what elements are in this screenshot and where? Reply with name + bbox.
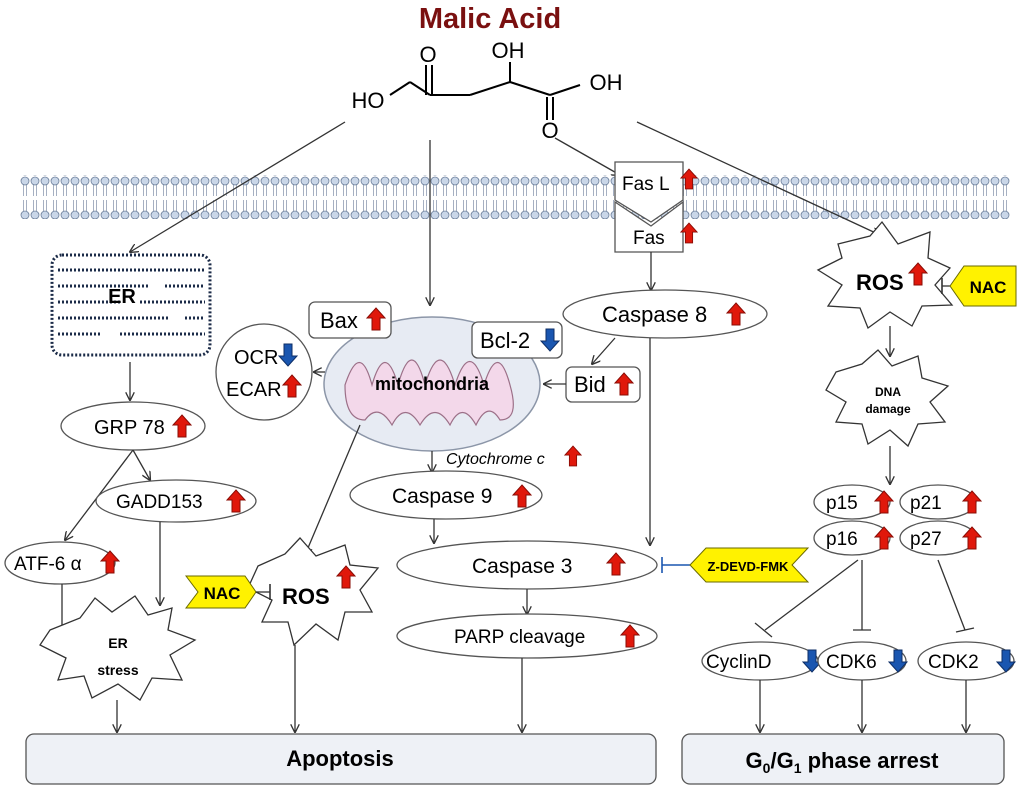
molecule-o-bottom: O bbox=[541, 118, 558, 143]
cdk6-label: CDK6 bbox=[826, 652, 877, 673]
ros-left-label: ROS bbox=[282, 584, 330, 609]
dna-damage-node bbox=[825, 349, 950, 448]
caspase9-label: Caspase 9 bbox=[392, 485, 492, 508]
arrest-arrows bbox=[760, 680, 966, 732]
cdk2-label: CDK2 bbox=[928, 652, 979, 673]
caspase8-node bbox=[562, 289, 768, 339]
parp-label: PARP cleavage bbox=[454, 627, 585, 648]
bcl2-node bbox=[471, 321, 563, 359]
gadd153-label: GADD153 bbox=[116, 492, 203, 513]
zdevd-inhibitor bbox=[689, 547, 810, 583]
er-stress-node bbox=[39, 595, 197, 701]
ecar-label: ECAR bbox=[226, 379, 282, 401]
er-organelle bbox=[50, 253, 212, 357]
nac-right-label: NAC bbox=[970, 278, 1007, 297]
nac-left-label: NAC bbox=[204, 584, 241, 603]
gadd153-node bbox=[95, 479, 257, 523]
cell-membrane bbox=[20, 175, 1010, 219]
entry-arrows bbox=[130, 121, 880, 305]
p27-label: p27 bbox=[910, 529, 942, 550]
molecule-oh-top: OH bbox=[492, 38, 525, 63]
bax-label: Bax bbox=[320, 308, 358, 333]
cytochrome-up-arrow bbox=[564, 445, 582, 467]
er-stress-label-2: stress bbox=[97, 662, 138, 678]
atf6-node bbox=[4, 541, 116, 585]
parp-node bbox=[396, 613, 658, 659]
cdk-inhibition-lines bbox=[754, 559, 975, 638]
bid-label: Bid bbox=[574, 372, 606, 397]
bax-node bbox=[308, 301, 392, 339]
molecule-oh-right: OH bbox=[590, 70, 623, 95]
p16-label: p16 bbox=[826, 529, 858, 550]
atf6-label: ATF-6 α bbox=[14, 554, 82, 575]
bcl2-label: Bcl-2 bbox=[480, 328, 530, 353]
molecule-o-top: O bbox=[419, 42, 436, 67]
ros-right-node bbox=[816, 220, 954, 330]
arrest-box bbox=[681, 733, 1005, 785]
apoptosis-label: Apoptosis bbox=[286, 746, 394, 771]
er-label: ER bbox=[108, 286, 136, 308]
cytochrome-label: Cytochrome c bbox=[446, 451, 545, 468]
title: Malic Acid bbox=[419, 3, 561, 35]
zdevd-label: Z-DEVD-FMK bbox=[708, 559, 789, 574]
p15-node bbox=[813, 484, 891, 520]
cyclind-label: CyclinD bbox=[706, 652, 771, 673]
er-stress-label-1: ER bbox=[108, 635, 127, 651]
mitochondria-label: mitochondria bbox=[375, 374, 490, 394]
dna-damage-label-1: DNA bbox=[875, 385, 901, 399]
p21-label: p21 bbox=[910, 493, 942, 514]
p16-node bbox=[813, 520, 891, 556]
arrest-label: G0/G1 phase arrest bbox=[746, 748, 940, 776]
apoptosis-box bbox=[25, 733, 657, 785]
nac-right-inhibitor bbox=[949, 265, 1017, 307]
p15-label: p15 bbox=[826, 493, 858, 514]
ros-right-label: ROS bbox=[856, 270, 904, 295]
dna-damage-label-2: damage bbox=[865, 402, 911, 416]
caspase3-label: Caspase 3 bbox=[472, 555, 572, 578]
fas-label: Fas bbox=[633, 228, 665, 249]
malic-acid-structure bbox=[389, 62, 581, 120]
nac-left-inhibitor bbox=[185, 575, 257, 609]
caspase8-label: Caspase 8 bbox=[602, 302, 707, 327]
ros-left-node bbox=[247, 537, 380, 647]
ocr-label: OCR bbox=[234, 347, 278, 369]
fas-receptor bbox=[614, 161, 684, 253]
fasl-label: Fas L bbox=[622, 174, 670, 195]
grp78-label: GRP 78 bbox=[94, 417, 165, 439]
ocr-ecar-node bbox=[215, 323, 313, 421]
molecule-ho-left: HO bbox=[352, 88, 385, 113]
caspase9-node bbox=[349, 470, 543, 520]
